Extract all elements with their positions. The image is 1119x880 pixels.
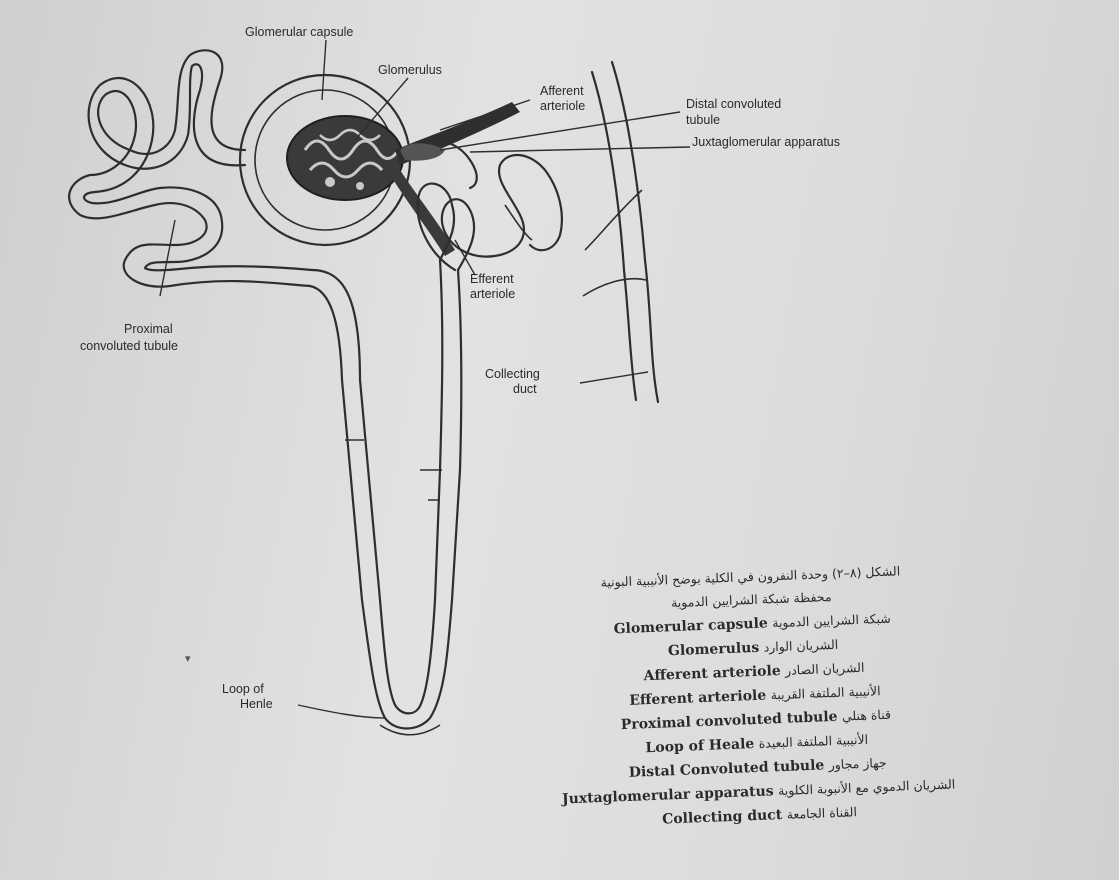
label-distal-line2: tubule bbox=[686, 113, 720, 127]
proximal-convoluted-tubule bbox=[69, 50, 312, 286]
label-efferent-line1: Efferent bbox=[470, 272, 514, 286]
loop-of-henle bbox=[310, 260, 461, 735]
caption-term-ar: شبكة الشرايين الدموية bbox=[772, 611, 891, 631]
caption-term-en: Distal Convoluted tubule bbox=[629, 757, 825, 780]
caption-term-en: Glomerulus bbox=[668, 640, 760, 659]
caption-term-en: Efferent arteriole bbox=[629, 688, 766, 709]
label-proximal-line2: convoluted tubule bbox=[80, 339, 178, 353]
caption-term-ar: قناة هنلي bbox=[842, 707, 892, 724]
efferent-arteriole bbox=[392, 170, 455, 256]
label-afferent-line2: arteriole bbox=[540, 99, 585, 113]
label-glomerular-capsule: Glomerular capsule bbox=[245, 25, 353, 39]
caption-term-ar: الشريان الدموي مع الأنبوبة الكلوية bbox=[778, 776, 956, 798]
label-collecting-line1: Collecting bbox=[485, 367, 540, 381]
label-distal-line1: Distal convoluted bbox=[686, 97, 781, 111]
glomerulus bbox=[287, 116, 403, 200]
caption-term-ar: محفظة شبكة الشرايين الدموية bbox=[671, 589, 832, 610]
caption-term-ar: الشريان الصادر bbox=[785, 660, 865, 678]
caption-term-en: Collecting duct bbox=[662, 807, 783, 828]
label-loop-line2: Henle bbox=[240, 697, 273, 711]
caption-term-ar: الأنيبية الملتفة البعيدة bbox=[758, 732, 868, 751]
label-efferent-line2: arteriole bbox=[470, 287, 515, 301]
caption-term-en: Glomerular capsule bbox=[613, 615, 768, 637]
label-proximal-line1: Proximal bbox=[124, 322, 173, 336]
collecting-duct bbox=[583, 62, 658, 402]
caption-term-en: Afferent arteriole bbox=[643, 663, 781, 684]
stray-mark: ▾ bbox=[185, 652, 191, 665]
caption-term-ar: الشريان الوارد bbox=[763, 637, 838, 655]
caption-term-ar: الأنيبية الملتفة القريبة bbox=[770, 683, 880, 702]
label-afferent-line1: Afferent bbox=[540, 84, 584, 98]
distal-convoluted-tubule bbox=[418, 141, 562, 270]
caption-term-en: Loop of Heale bbox=[645, 736, 754, 756]
label-loop-line1: Loop of bbox=[222, 682, 264, 696]
label-collecting-line2: duct bbox=[513, 382, 537, 396]
figure-caption: الشكل (٨–٢) وحدة النفرون في الكلية بوضح … bbox=[515, 557, 995, 837]
label-glomerulus: Glomerulus bbox=[378, 63, 442, 77]
label-juxtaglomerular: Juxtaglomerular apparatus bbox=[692, 135, 840, 149]
caption-term-ar: جهاز مجاور bbox=[828, 755, 886, 772]
caption-term-ar: القناة الجامعة bbox=[786, 804, 857, 822]
